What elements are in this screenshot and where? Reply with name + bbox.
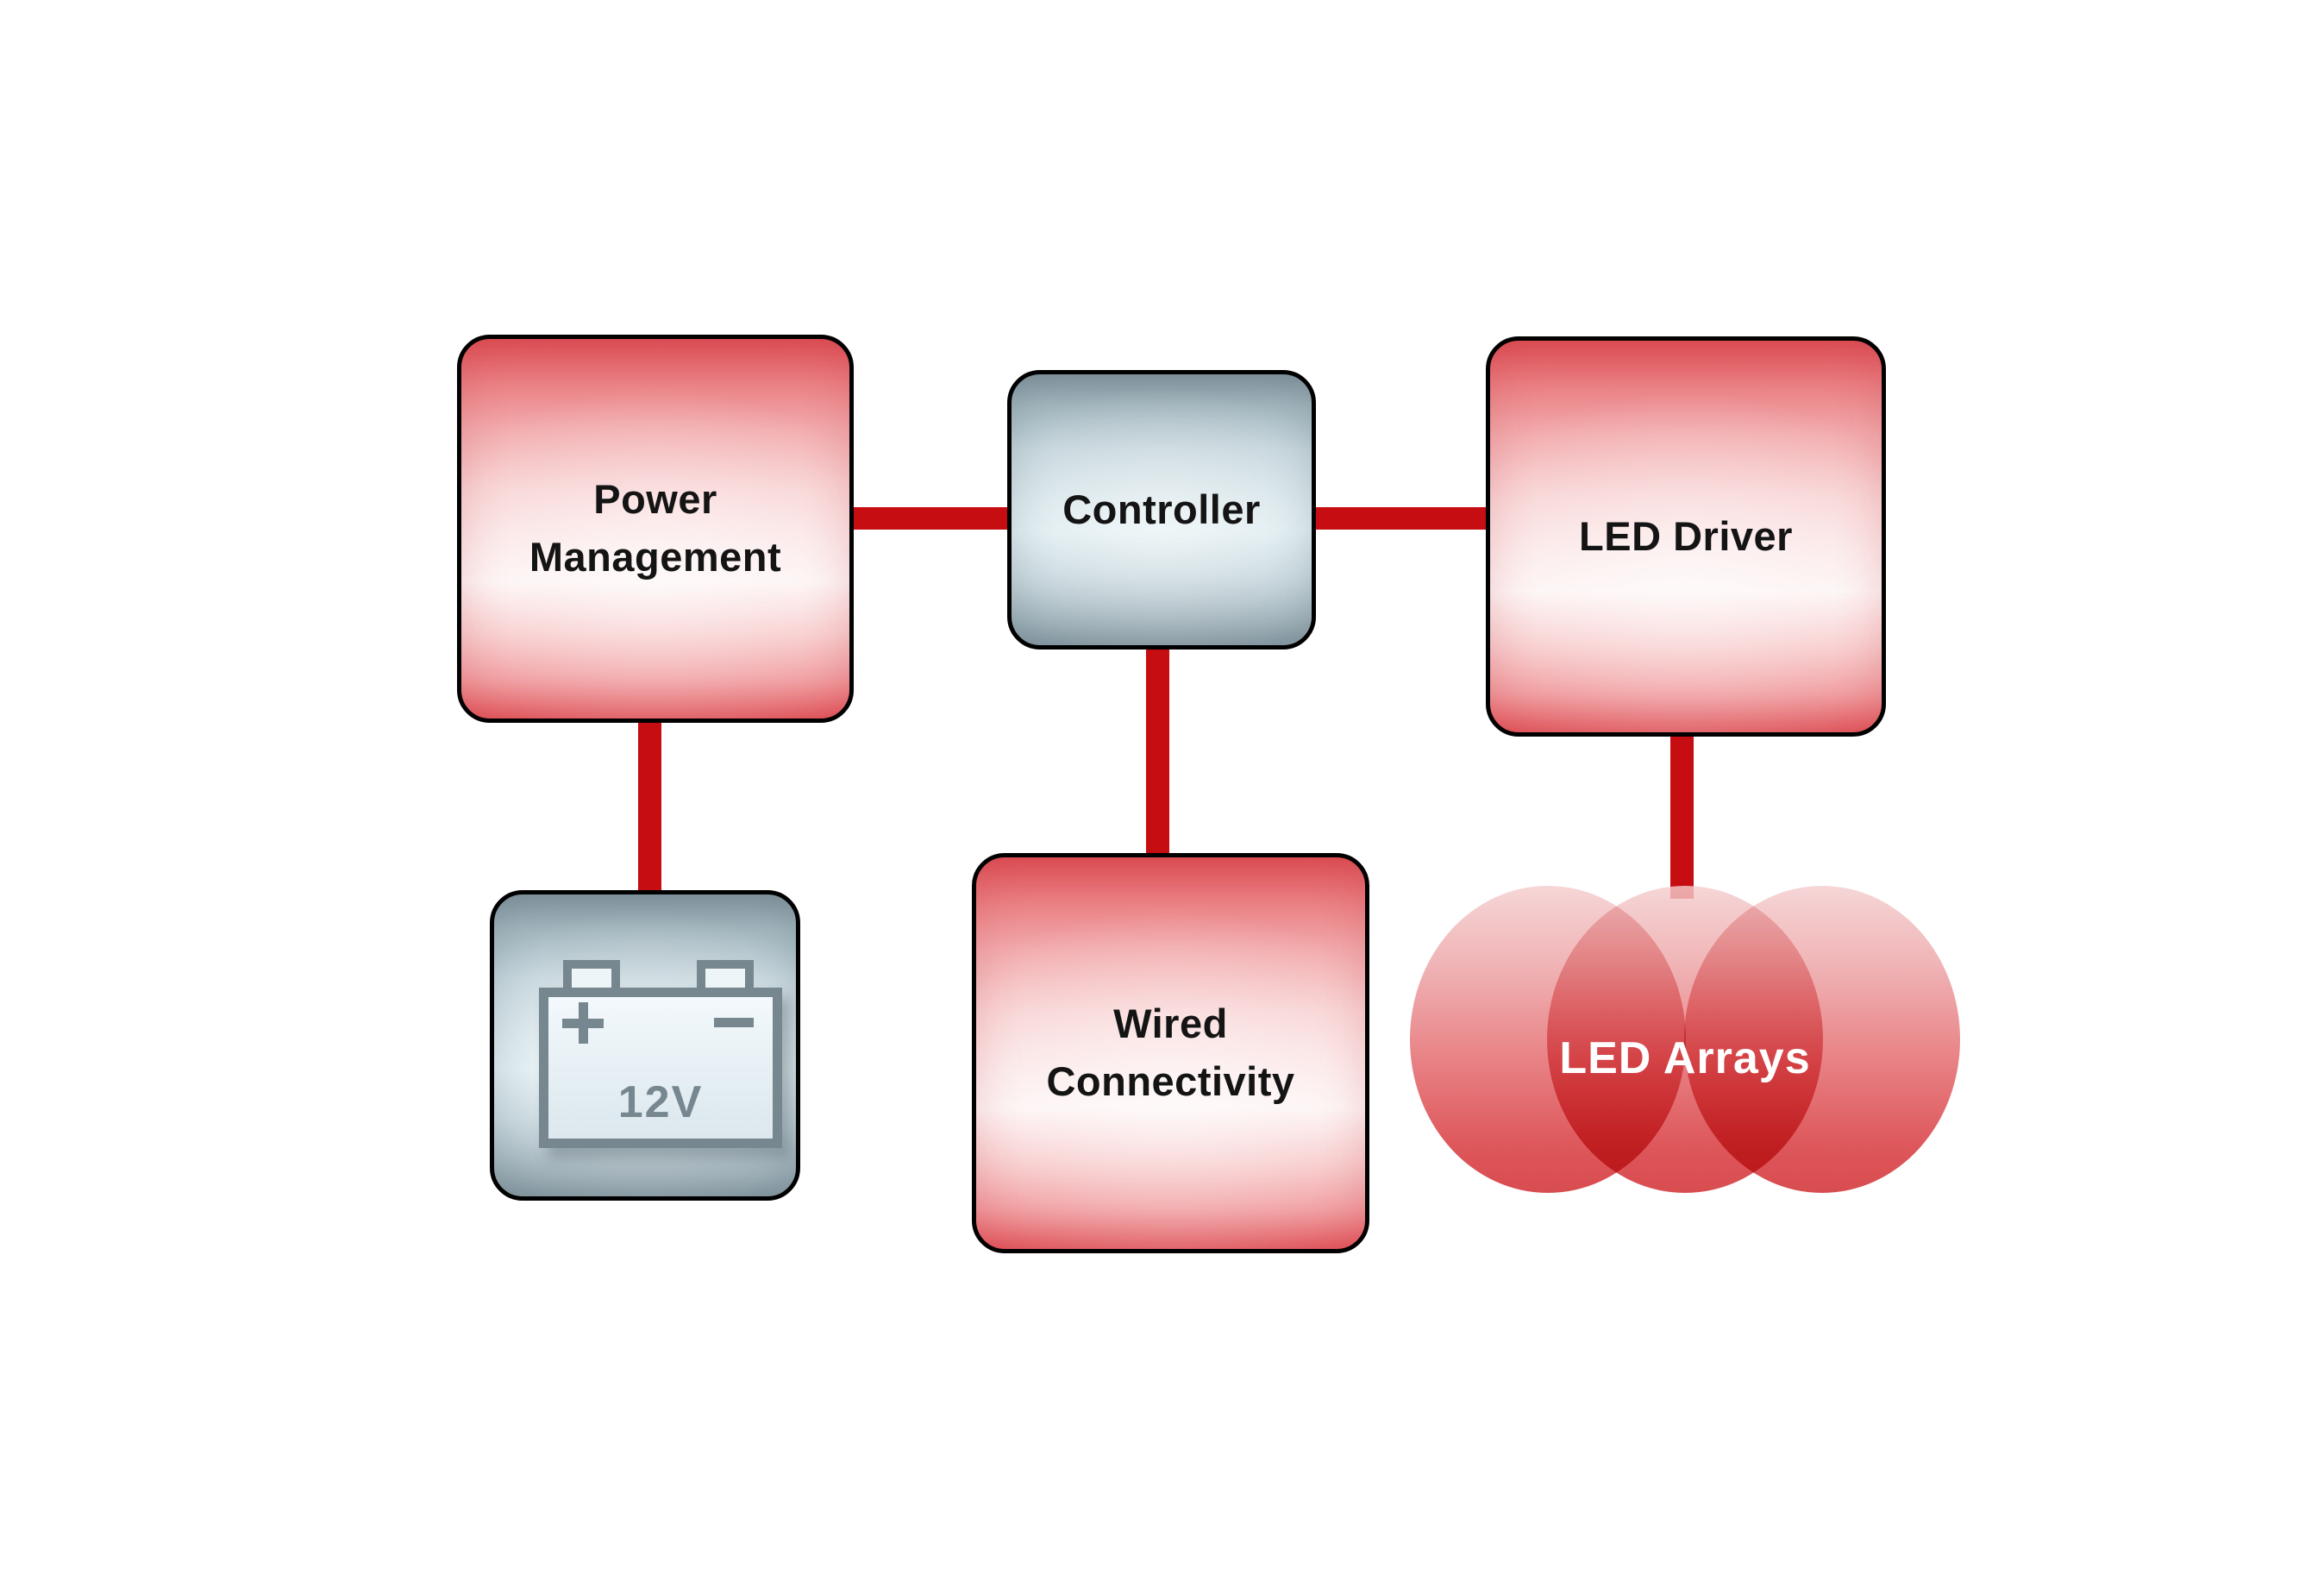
connector-power-to-battery (638, 707, 661, 895)
battery-block: 12V (490, 890, 800, 1201)
led-arrays-label: LED Arrays (1559, 1033, 1811, 1083)
wired-connectivity-label: Wired Connectivity (1046, 1001, 1295, 1104)
led-arrays-group: LED Arrays (1410, 886, 1960, 1193)
connector-power-to-controller (841, 507, 1012, 530)
connector-led-driver-to-arrays (1670, 720, 1694, 899)
led-driver-block: LED Driver (1486, 336, 1886, 737)
battery-voltage-label: 12V (617, 1077, 704, 1127)
controller-label: Controller (1062, 486, 1261, 532)
connector-controller-to-wired (1146, 634, 1169, 858)
led-array-circle-right (1684, 886, 1960, 1193)
controller-block: Controller (1007, 370, 1316, 649)
power-management-block: Power Management (457, 335, 854, 723)
wired-connectivity-block: Wired Connectivity (972, 853, 1369, 1253)
connector-controller-to-led-driver (1303, 507, 1490, 530)
battery-body-icon: 12V (539, 988, 782, 1148)
battery-icon: 12V (494, 894, 796, 1196)
led-driver-label: LED Driver (1579, 512, 1793, 559)
minus-icon (714, 1018, 754, 1027)
plus-icon (562, 1002, 604, 1044)
power-management-label: Power Management (529, 476, 782, 580)
